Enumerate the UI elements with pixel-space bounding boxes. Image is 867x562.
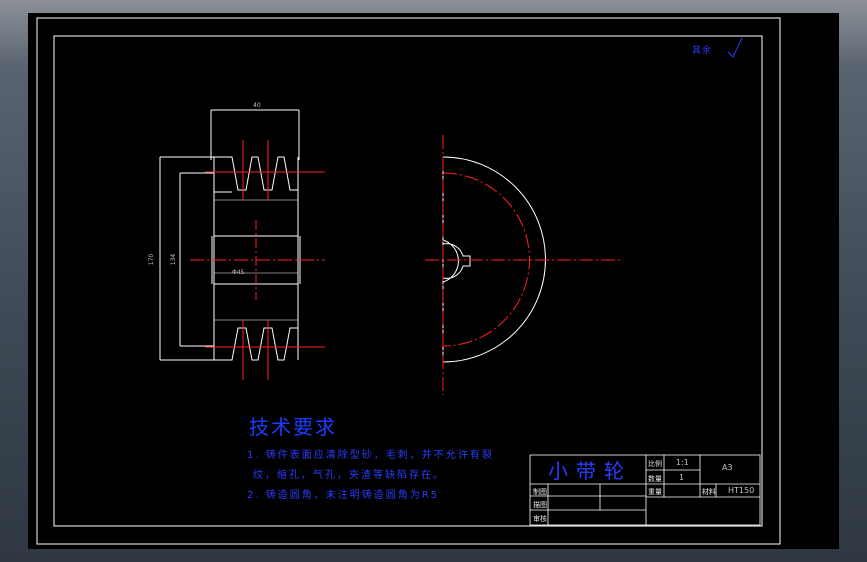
dimension-inner-diameter: 134 — [170, 253, 178, 266]
sheet-size: A3 — [722, 463, 733, 472]
drawing-title: 小带轮 — [548, 459, 632, 483]
pulley-section-view — [159, 109, 325, 380]
dimension-bore: Φ45 — [232, 269, 245, 276]
roughness-check-icon — [727, 37, 743, 58]
pulley-side-view — [425, 135, 620, 395]
roughness-note: 其余 — [692, 46, 713, 56]
weight-label: 重量 — [648, 488, 662, 496]
title-block-row-drawn: 制图 — [533, 488, 547, 496]
title-block-row-traced: 描图 — [533, 501, 547, 509]
inner-frame — [53, 35, 763, 527]
dimension-top-width: 40 — [253, 102, 261, 109]
scale-value: 1:1 — [676, 458, 689, 467]
title-block-row-checked: 审核 — [533, 515, 547, 523]
drawing-canvas[interactable] — [28, 13, 839, 549]
dimension-outer-diameter: 170 — [148, 253, 156, 266]
material-label: 材料 — [702, 488, 716, 496]
title-block — [529, 454, 761, 526]
tech-requirement-line-3: 2. 铸造圆角，未注明铸造圆角为R5 — [247, 490, 440, 501]
tech-requirement-line-2: 纹，缩孔，气孔，夹渣等缺陷存在。 — [253, 470, 445, 481]
tech-requirements-heading: 技术要求 — [249, 415, 337, 439]
quantity-value: 1 — [679, 473, 685, 482]
outer-frame — [36, 17, 781, 545]
scale-label: 比例 — [648, 460, 662, 468]
material-value: HT150 — [728, 486, 755, 495]
tech-requirement-line-1: 1. 铸件表面应清除型砂，毛刺，并不允许有裂 — [247, 450, 494, 461]
quantity-label: 数量 — [648, 475, 662, 483]
